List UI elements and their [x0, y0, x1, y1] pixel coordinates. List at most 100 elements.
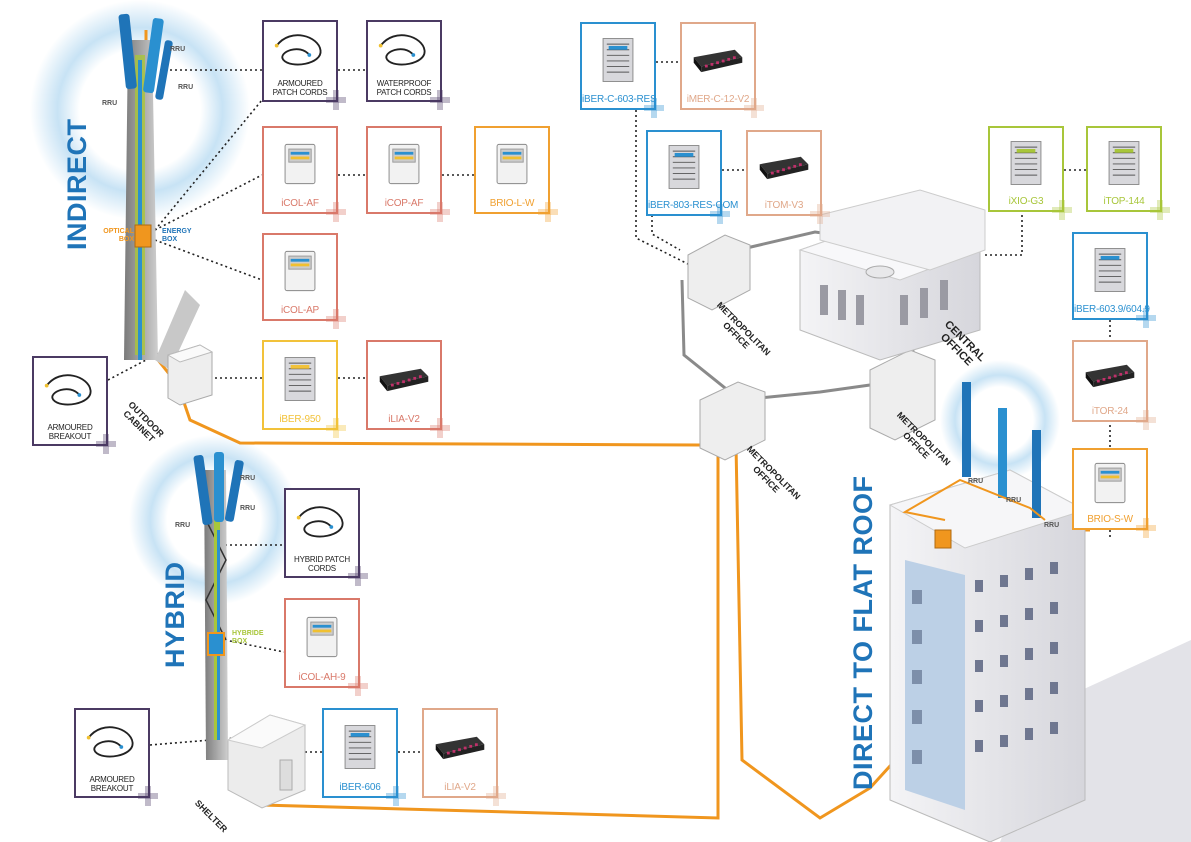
product-image: [432, 718, 488, 776]
product-label: ARMOURED BREAKOUT: [89, 775, 135, 793]
product-image: [998, 136, 1054, 190]
product-card-itop-144[interactable]: iTOP-144: [1086, 126, 1162, 212]
product-image: [484, 136, 540, 192]
add-icon[interactable]: [1136, 308, 1156, 328]
product-card-icol-ah-9[interactable]: iCOL-AH-9: [284, 598, 360, 688]
product-image: [1082, 458, 1138, 508]
product-image: [272, 350, 328, 408]
add-icon[interactable]: [348, 676, 368, 696]
product-card-iber-c-603-res[interactable]: iBER-C-603-RES: [580, 22, 657, 110]
add-icon[interactable]: [644, 98, 664, 118]
product-card-brio-s-w[interactable]: BRIO-S-W: [1072, 448, 1148, 530]
product-card-ixio-g3[interactable]: iXIO-G3: [988, 126, 1064, 212]
product-label: iLIA-V2: [444, 782, 476, 793]
add-icon[interactable]: [326, 309, 346, 329]
rru-label: RRU: [178, 84, 194, 91]
product-card-armoured-patch-cords[interactable]: ARMOURED PATCH CORDS: [262, 20, 338, 102]
product-card-iber-803-res-com[interactable]: iBER-803-RES-COM: [646, 130, 739, 216]
product-image: [272, 243, 328, 299]
product-card-waterproof-patch-cords[interactable]: WATERPROOF PATCH CORDS: [366, 20, 442, 102]
product-card-itom-v3[interactable]: iTOM-V3: [746, 130, 822, 216]
rru-label: RRU: [175, 522, 191, 529]
product-label: WATERPROOF PATCH CORDS: [376, 79, 432, 97]
add-icon[interactable]: [386, 786, 406, 806]
product-card-iber-603-604[interactable]: iBER-603.9/604.9: [1072, 232, 1150, 320]
add-icon[interactable]: [96, 434, 116, 454]
product-card-hybrid-patch-cords[interactable]: HYBRID PATCH CORDS: [284, 488, 360, 578]
section-title-direct: DIRECT TO FLAT ROOF: [848, 475, 878, 790]
product-image: [42, 366, 98, 424]
add-icon[interactable]: [1136, 410, 1156, 430]
product-label: ARMOURED BREAKOUT: [47, 423, 93, 441]
product-label: iBER-606: [339, 782, 381, 793]
product-label: iTOM-V3: [764, 200, 804, 211]
rru-label: RRU: [1006, 497, 1022, 504]
product-card-ilia-v2-a[interactable]: iLIA-V2: [366, 340, 442, 430]
product-label: iBER-C-603-RES: [582, 94, 657, 105]
product-label: iCOP-AF: [384, 198, 424, 209]
product-label: iBER-803-RES-COM: [648, 200, 739, 211]
product-card-imer-c-12-v2[interactable]: iMER-C-12-V2: [680, 22, 756, 110]
product-image: [294, 498, 350, 556]
add-icon[interactable]: [326, 418, 346, 438]
product-label: iTOP-144: [1103, 196, 1145, 207]
product-label: iTOR-24: [1091, 406, 1129, 417]
central-office-building: [798, 189, 986, 361]
product-card-icol-af[interactable]: iCOL-AF: [262, 126, 338, 214]
product-label: iCOL-AH-9: [298, 672, 346, 683]
rru-label: RRU: [1044, 522, 1060, 529]
product-image: [1082, 350, 1138, 400]
product-label: iCOL-AF: [281, 198, 319, 209]
add-icon[interactable]: [710, 204, 730, 224]
product-label: iBER-950: [279, 414, 321, 425]
add-icon[interactable]: [538, 202, 558, 222]
add-icon[interactable]: [486, 786, 506, 806]
product-image: [590, 32, 646, 88]
add-icon[interactable]: [1150, 200, 1170, 220]
hybrid-tower: [193, 452, 244, 760]
add-icon[interactable]: [326, 90, 346, 110]
add-icon[interactable]: [430, 90, 450, 110]
product-image: [332, 718, 388, 776]
product-label: BRIO-L-W: [489, 198, 535, 209]
product-card-itor-24[interactable]: iTOR-24: [1072, 340, 1148, 422]
outdoor-cabinet: [166, 344, 214, 406]
hybride-box-label: HYBRIDE BOX: [232, 630, 264, 645]
product-card-armoured-breakout-a[interactable]: ARMOURED BREAKOUT: [32, 356, 108, 446]
product-image: [1082, 242, 1138, 298]
product-image: [376, 30, 432, 80]
add-icon[interactable]: [1136, 518, 1156, 538]
product-image: [656, 140, 712, 194]
product-image: [84, 718, 140, 776]
add-icon[interactable]: [326, 202, 346, 222]
product-card-brio-l-w[interactable]: BRIO-L-W: [474, 126, 550, 214]
product-image: [294, 608, 350, 666]
add-icon[interactable]: [744, 98, 764, 118]
product-card-armoured-breakout-b[interactable]: ARMOURED BREAKOUT: [74, 708, 150, 798]
optical-box-label: OPTICAL BOX: [103, 228, 134, 243]
product-card-iber-950[interactable]: iBER-950: [262, 340, 338, 430]
product-image: [272, 136, 328, 192]
add-icon[interactable]: [138, 786, 158, 806]
add-icon[interactable]: [810, 204, 830, 224]
add-icon[interactable]: [1052, 200, 1072, 220]
shelter-building: [226, 714, 307, 809]
product-label: BRIO-S-W: [1087, 514, 1133, 525]
indirect-tower: [118, 13, 200, 370]
product-card-icop-af[interactable]: iCOP-AF: [366, 126, 442, 214]
add-icon[interactable]: [430, 418, 450, 438]
add-icon[interactable]: [348, 566, 368, 586]
product-image: [756, 140, 812, 194]
dotted-links: [107, 61, 1111, 753]
add-icon[interactable]: [430, 202, 450, 222]
product-card-icol-ap[interactable]: iCOL-AP: [262, 233, 338, 321]
highrise-building: [888, 382, 1087, 842]
product-label: iBER-603.9/604.9: [1074, 304, 1150, 315]
product-card-iber-606[interactable]: iBER-606: [322, 708, 398, 798]
metro-office-boxes: [687, 234, 936, 461]
product-label: iLIA-V2: [388, 414, 420, 425]
product-label: iCOL-AP: [280, 305, 320, 316]
product-label: HYBRID PATCH CORDS: [294, 555, 350, 573]
product-card-ilia-v2-b[interactable]: iLIA-V2: [422, 708, 498, 798]
